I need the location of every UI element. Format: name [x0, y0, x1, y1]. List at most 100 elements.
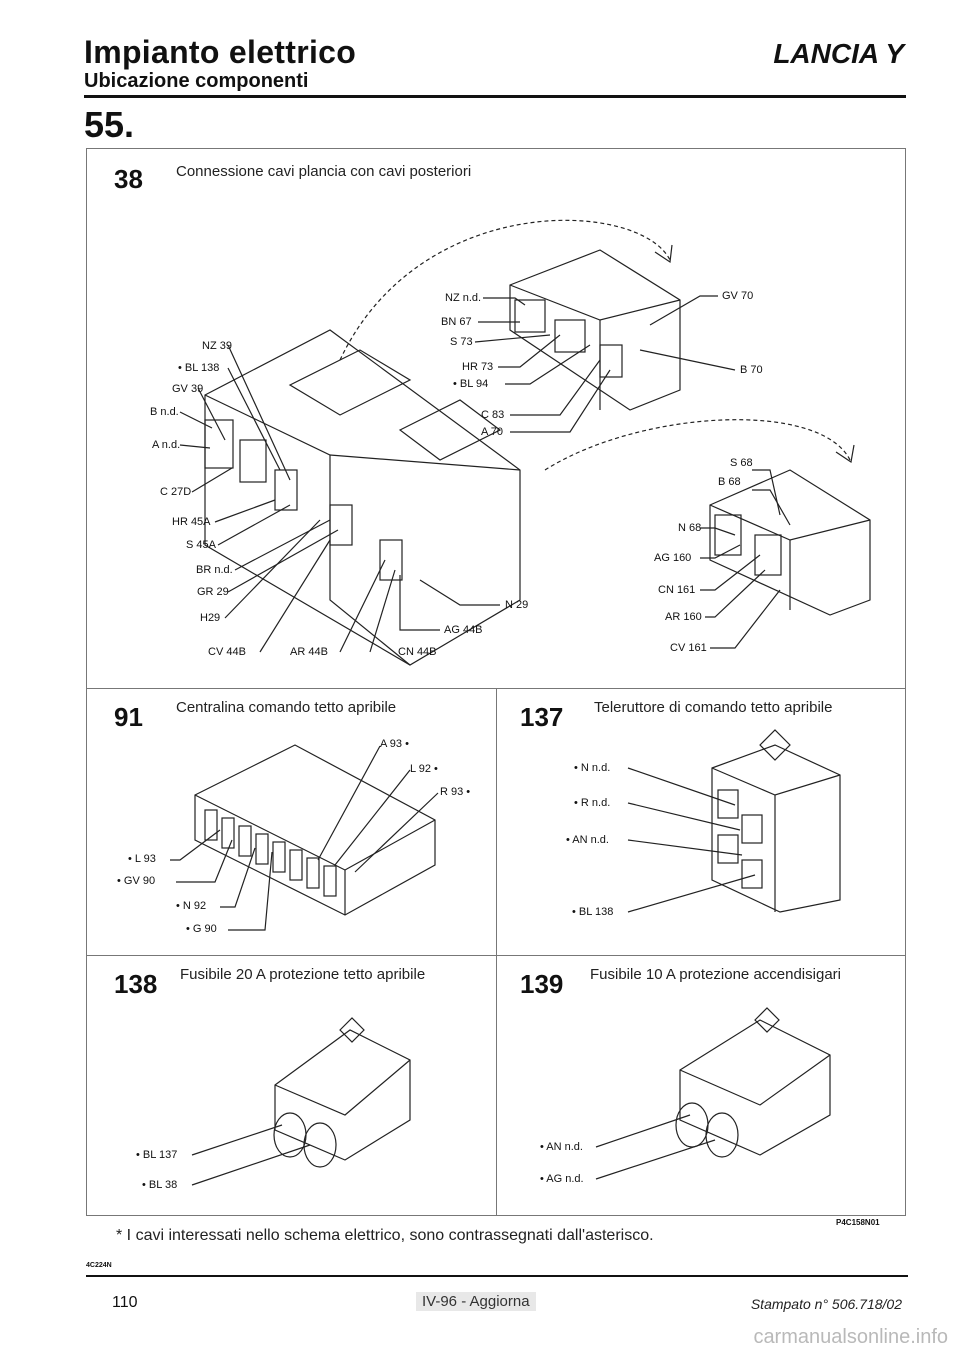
label-nz39: NZ 39 [202, 340, 232, 352]
connector-91-cavity-6 [289, 849, 303, 881]
mating-arrow-2-head [835, 444, 855, 464]
brand-label: LANCIA Y [773, 38, 904, 69]
revision-label: IV-96 - Aggiorna [416, 1292, 536, 1311]
label-bl94: • BL 94 [453, 378, 489, 390]
grid-divider-vertical [496, 688, 497, 1216]
leader-91-l92 [334, 769, 411, 866]
fuse-139-socket-2 [705, 1112, 739, 1158]
panel-138-code: 138 [114, 969, 158, 999]
leader-91-g90 [228, 851, 273, 931]
label-137-rnd: • R n.d. [574, 797, 611, 809]
watermark: carmanualsonline.info [753, 1326, 948, 1348]
leader-n68 [700, 527, 736, 536]
leader-cv44b [259, 539, 331, 653]
leader-b70 [639, 349, 736, 371]
label-ag44b: AG 44B [444, 624, 483, 636]
panel-38-description: Connessione cavi plancia con cavi poster… [176, 163, 472, 180]
label-h29: H29 [200, 612, 221, 624]
connector-38-top-body [509, 249, 681, 411]
relay-137-pin-3 [717, 834, 739, 864]
leader-139-agnd [595, 1139, 716, 1180]
label-91-l93: • L 93 [128, 853, 156, 865]
relay-137-pin-4 [741, 859, 763, 889]
label-c27d: C 27D [160, 486, 192, 498]
page-subtitle: Ubicazione componenti [84, 70, 309, 92]
label-cv161: CV 161 [670, 642, 707, 654]
leader-hr73 [498, 334, 561, 368]
relay-137-pin-2 [741, 814, 763, 844]
connector-38-left-cavity-4 [329, 504, 353, 546]
leader-s45a [217, 504, 291, 546]
leader-139-annd [595, 1114, 691, 1148]
leader-bnd [179, 411, 213, 429]
page-title: Impianto elettrico [84, 34, 357, 70]
relay-137-pin-1 [717, 789, 739, 819]
panel-139-description: Fusibile 10 A protezione accendisigari [590, 966, 841, 983]
label-139-agnd: • AG n.d. [540, 1173, 584, 1185]
leader-91-n92 [220, 847, 256, 908]
connector-38-top-cavity-1 [514, 299, 546, 333]
connector-91-cavity-8 [323, 865, 337, 897]
leader-ar44b [339, 559, 386, 653]
fuse-138-edge [274, 1059, 411, 1116]
label-b68: B 68 [718, 476, 741, 488]
fuse-138-body [274, 1029, 411, 1161]
label-139-annd: • AN n.d. [540, 1141, 583, 1153]
leader-cn161 [700, 554, 761, 591]
header-rule [84, 95, 906, 98]
label-91-a93: A 93 • [380, 738, 409, 750]
leader-s73 [474, 334, 551, 343]
leader-brnd [234, 519, 331, 571]
mating-arrow-2 [544, 419, 851, 471]
footer-rule [86, 1275, 908, 1277]
leader-91-l93 [170, 829, 221, 861]
connector-38-left-cavity-2 [239, 439, 267, 483]
connector-38-bottom-body [709, 469, 871, 616]
leader-91-gv90 [176, 839, 233, 883]
label-bl138: • BL 138 [178, 362, 220, 374]
leader-cv161 [710, 589, 781, 649]
fuse-138-socket-2 [303, 1122, 337, 1168]
leader-cn44b [369, 569, 396, 653]
label-b70: B 70 [740, 364, 763, 376]
connector-91-cavity-2 [221, 817, 235, 849]
label-cv44b: CV 44B [208, 646, 246, 658]
leader-c27d [191, 467, 233, 493]
document-code: 4C224N [86, 1262, 112, 1269]
leader-ag160 [700, 544, 741, 559]
label-138-bl137: • BL 137 [136, 1149, 178, 1161]
leader-bl138 [227, 367, 281, 471]
leader-gv70 [649, 295, 718, 326]
connector-91-body [194, 744, 436, 916]
connector-38-left-cavity-1 [204, 419, 234, 469]
label-hr73: HR 73 [462, 361, 494, 373]
label-91-gv90: • GV 90 [117, 875, 156, 887]
leader-ag44b [399, 575, 440, 631]
leader-91-r93 [354, 792, 439, 873]
leader-c83 [510, 359, 601, 416]
leader-137-rnd [627, 802, 741, 831]
label-138-bl38: • BL 38 [142, 1179, 178, 1191]
label-91-r93: R 93 • [440, 786, 471, 798]
fuse-138-clip [339, 1017, 365, 1043]
relay-137-clip [759, 729, 791, 761]
asterisk-note: * I cavi interessati nello schema elettr… [116, 1227, 654, 1244]
label-hr45a: HR 45A [172, 516, 211, 528]
mating-arrow-1-head [654, 244, 673, 264]
label-n68: N 68 [678, 522, 702, 534]
leader-138-bl137 [191, 1124, 283, 1156]
label-n29: N 29 [505, 599, 529, 611]
label-137-nnd: • N n.d. [574, 762, 611, 774]
label-137-annd: • AN n.d. [566, 834, 609, 846]
connector-38-left-tab [398, 399, 502, 461]
leader-91-a93 [317, 745, 381, 861]
label-91-l92: L 92 • [410, 763, 438, 775]
leader-nznd [483, 297, 526, 306]
label-gr29: GR 29 [197, 586, 229, 598]
label-brnd: BR n.d. [196, 564, 233, 576]
connector-38-left-front-edge [329, 455, 411, 666]
connector-91-cavity-4 [255, 833, 269, 865]
label-ar160: AR 160 [665, 611, 702, 623]
